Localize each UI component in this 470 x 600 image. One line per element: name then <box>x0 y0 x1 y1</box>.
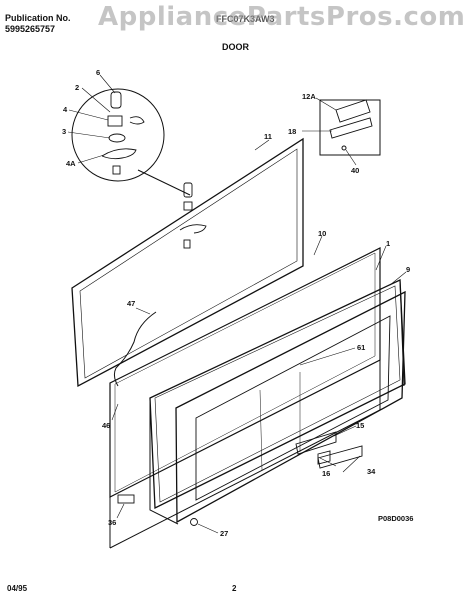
door-gasket <box>71 137 304 388</box>
callout-1: 1 <box>386 239 390 248</box>
screw-27 <box>190 518 198 526</box>
callout-18: 18 <box>288 127 296 136</box>
callout-47: 47 <box>127 299 135 308</box>
callout-36: 36 <box>108 518 116 527</box>
callout-40: 40 <box>351 166 359 175</box>
model-number: FFC07K3AW3 <box>216 14 275 24</box>
callout-34: 34 <box>367 467 376 476</box>
callout-46: 46 <box>102 421 110 430</box>
callout-labels: 6 2 4 3 4A 11 10 1 9 12A 18 40 47 61 46 … <box>62 68 410 538</box>
callout-10: 10 <box>318 229 326 238</box>
hinge-detail-circle <box>71 88 165 182</box>
door-panel <box>149 278 406 510</box>
callout-6: 6 <box>96 68 100 77</box>
callout-4: 4 <box>63 105 68 114</box>
diagram-code: P08D0036 <box>378 514 413 523</box>
footer-page: 2 <box>232 584 237 593</box>
callout-9: 9 <box>406 265 410 274</box>
cable <box>113 311 157 387</box>
grille-detail-box <box>319 99 381 156</box>
hinge-detail-parts <box>101 91 145 175</box>
handle <box>295 431 337 455</box>
callout-16: 16 <box>322 469 330 478</box>
watermark: AppliancePartsPros.com <box>98 2 466 32</box>
publication-number: 5995265757 <box>5 24 56 34</box>
publication-label: Publication No. <box>5 13 71 23</box>
callout-15: 15 <box>356 421 364 430</box>
leader-lines <box>67 74 407 534</box>
callout-4a: 4A <box>66 159 76 168</box>
callout-11: 11 <box>264 132 272 141</box>
callout-61: 61 <box>357 343 365 352</box>
hinge-parts <box>179 182 207 249</box>
footer-date: 04/95 <box>7 584 28 593</box>
callout-2: 2 <box>75 83 79 92</box>
callout-3: 3 <box>62 127 66 136</box>
section-title: DOOR <box>222 42 249 52</box>
door-frame <box>175 290 406 524</box>
hinge-cover <box>117 494 135 504</box>
callout-27: 27 <box>220 529 228 538</box>
lock <box>317 450 331 465</box>
trim-piece <box>317 445 363 469</box>
callout-12a: 12A <box>302 92 316 101</box>
